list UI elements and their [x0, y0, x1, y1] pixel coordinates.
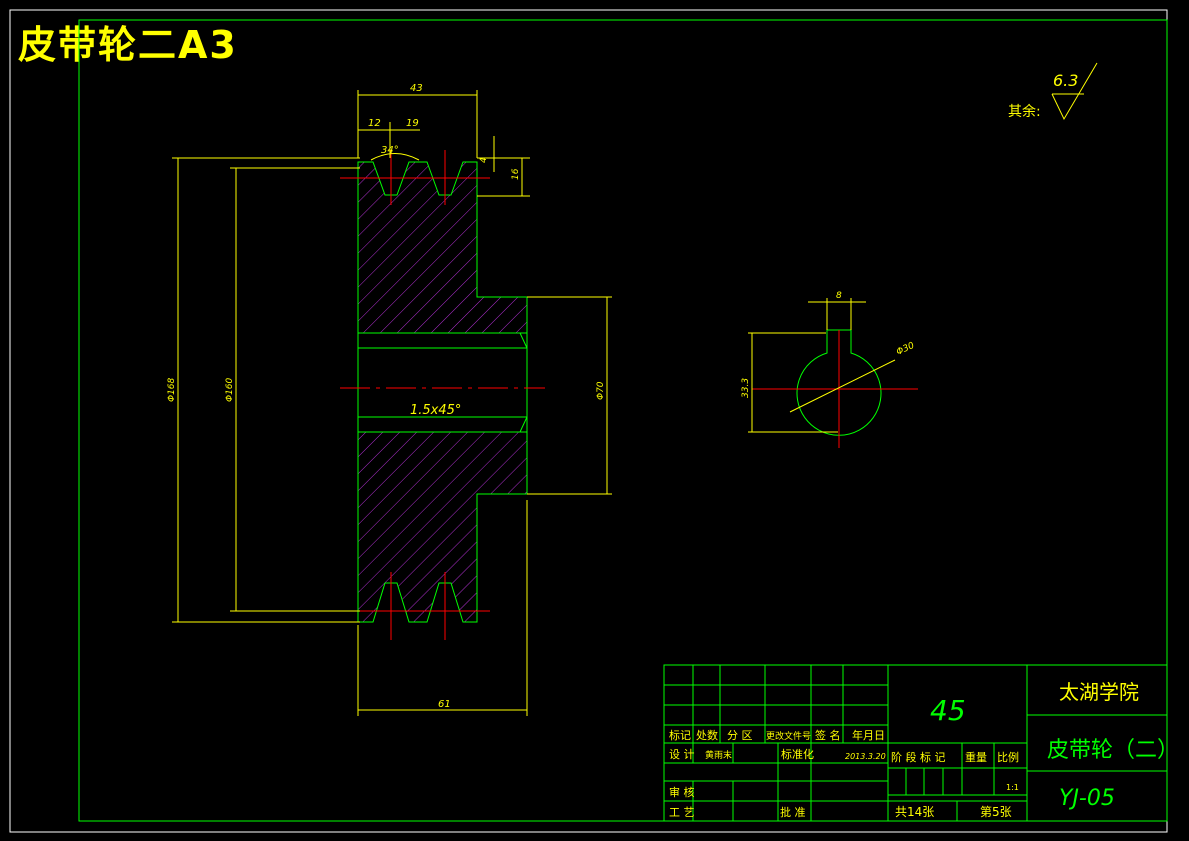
sheets-total: 共14张: [895, 805, 934, 819]
bore-chamfer-edge: [519, 416, 528, 433]
dim-groove-pitch: 19: [406, 118, 419, 129]
title-block: [663, 664, 1168, 822]
inner-border: [78, 19, 1168, 822]
dim-key-width: 8: [836, 291, 842, 301]
bore-side-view: [752, 329, 918, 448]
date: 2013.3.20: [845, 752, 886, 761]
drawing-number: YJ-05: [1059, 786, 1115, 811]
title-block-texts: 45 太湖学院 皮带轮（二） YJ-05 1:1 共14张 第5张 标记 处数 …: [669, 680, 1179, 819]
dim-width-total: 43: [410, 83, 423, 94]
section-dimensions: [172, 90, 612, 716]
dim-groove-depth: 16: [511, 168, 521, 180]
dim-chamfer: 1.5x45°: [410, 403, 461, 418]
sheet-number: 第5张: [980, 805, 1012, 819]
dim-key-depth: 33.3: [741, 378, 751, 398]
header-label: 标记: [669, 728, 691, 742]
lower-section-hatch: [357, 431, 528, 623]
roughness-prefix: 其余:: [1008, 103, 1041, 120]
bore-keyway-outline: [796, 329, 882, 436]
section-dimension-texts: 43 12 19 34° 4 16 Φ168 Φ160 Φ70 1.5x45° …: [167, 83, 606, 710]
school: 太湖学院: [1059, 680, 1139, 704]
design-label: 设 计: [669, 748, 695, 761]
bore-chamfer-edge: [519, 332, 528, 349]
roughness-symbol: 其余: 6.3: [1008, 62, 1098, 121]
dim-pitch-dia: Φ160: [225, 377, 235, 402]
scale-label: 比例: [997, 750, 1019, 764]
side-dimensions: [748, 298, 896, 433]
standard-label: 标准化: [781, 747, 814, 761]
roughness-value: 6.3: [1053, 71, 1078, 90]
approve-label: 批 准: [780, 805, 806, 819]
header-label: 更改文件号: [766, 730, 811, 742]
header-label: 年月日: [852, 728, 885, 742]
part-name: 皮带轮（二）: [1047, 738, 1179, 763]
material: 45: [930, 694, 966, 727]
pulley-section-view: [340, 150, 545, 640]
dim-bore-dia: Φ30: [895, 341, 916, 358]
header-label: 签 名: [815, 728, 841, 742]
process-label: 工 艺: [669, 806, 695, 819]
header-label: 处数: [696, 729, 718, 742]
designer: 黄雨末: [705, 749, 732, 761]
dim-groove-top: 4: [479, 157, 489, 163]
side-dimension-texts: 8 Φ30 33.3: [741, 291, 916, 398]
dim-groove-angle: 34°: [381, 145, 399, 156]
stage-label: 阶 段 标 记: [891, 750, 946, 764]
dim-hub-length: 61: [438, 699, 451, 710]
header-label: 分 区: [727, 729, 753, 742]
outer-border: [9, 9, 1168, 833]
drawing-title: 皮带轮二A3: [18, 23, 238, 67]
dim-hub-dia: Φ70: [596, 381, 606, 400]
review-label: 审 核: [669, 785, 695, 799]
scale: 1:1: [1006, 783, 1019, 792]
weight-label: 重量: [965, 750, 987, 764]
bore-outline: [357, 332, 528, 433]
upper-section-hatch: [357, 161, 528, 334]
dim-outer-dia: Φ168: [167, 377, 177, 402]
dim-groove-offset: 12: [368, 118, 381, 129]
